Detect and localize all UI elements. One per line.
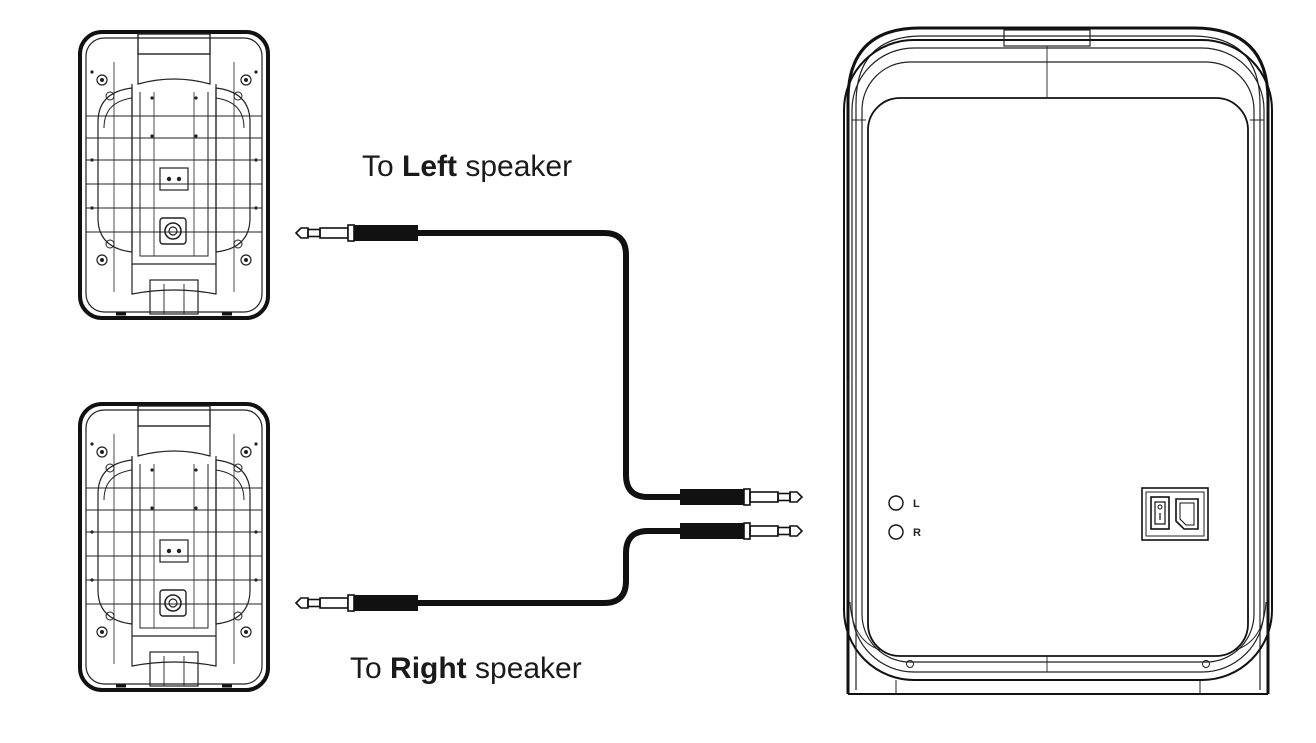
- caption-prefix: To: [350, 652, 391, 685]
- power-module: [1141, 487, 1209, 541]
- left-speaker-caption: To Left speaker: [362, 152, 572, 182]
- caption-emphasis: Left: [402, 150, 458, 183]
- right-cable-speaker-plug: [295, 594, 419, 612]
- power-socket-icon: [1175, 498, 1199, 530]
- right-speaker-caption: To Right speaker: [350, 654, 582, 684]
- left-speaker-cable: [295, 224, 803, 506]
- right-speaker-cable: [295, 522, 803, 612]
- caption-prefix: To: [362, 150, 403, 183]
- right-cable-wire: [418, 528, 680, 606]
- power-switch-icon: [1150, 496, 1170, 530]
- caption-suffix: speaker: [457, 150, 573, 183]
- right-cable-sub-plug: [679, 522, 803, 540]
- input-jack-left: L: [888, 495, 920, 511]
- input-jack-left-label: L: [913, 498, 920, 510]
- subwoofer-rear-panel: L R: [843, 26, 1273, 695]
- caption-emphasis: Right: [390, 652, 467, 685]
- right-satellite-speaker: [78, 402, 270, 692]
- input-jack-right: R: [888, 524, 921, 540]
- left-satellite-speaker: [78, 30, 270, 320]
- left-cable-speaker-plug: [295, 224, 419, 242]
- input-jack-right-label: R: [913, 527, 921, 539]
- left-cable-sub-plug: [679, 488, 803, 506]
- left-cable-wire: [418, 230, 680, 500]
- caption-suffix: speaker: [466, 652, 582, 685]
